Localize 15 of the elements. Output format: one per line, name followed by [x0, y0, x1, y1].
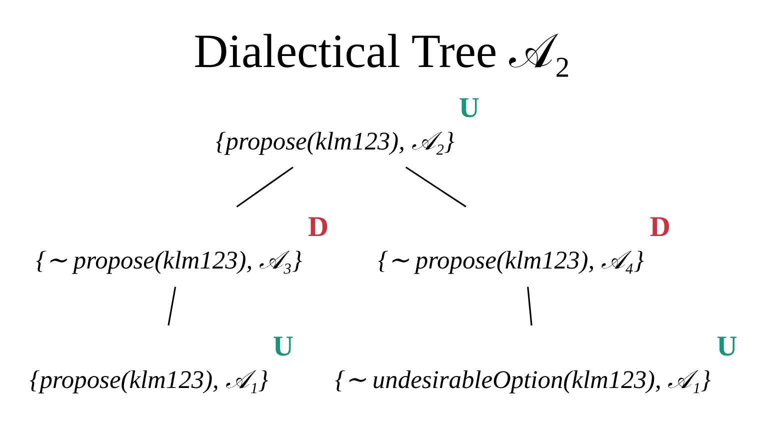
connector: [236, 166, 294, 208]
node-label: U: [458, 92, 480, 124]
node-text: {propose(klm123), 𝒜₂}: [216, 126, 454, 156]
node-label: D: [308, 211, 329, 244]
node-text: {propose(klm123), 𝒜₁}: [30, 364, 268, 394]
diagram-title: Dialectical Tree 𝒜₂: [194, 24, 571, 78]
node-label: U: [272, 330, 294, 362]
node-text: {∼ propose(klm123), 𝒜₃}: [36, 246, 302, 275]
node-text: {∼ undesirableOption(klm123), 𝒜₁}: [334, 364, 711, 394]
node-label: U: [716, 330, 738, 362]
connector: [405, 166, 466, 208]
node-text: {∼ propose(klm123), 𝒜₄}: [378, 246, 644, 275]
node-label: D: [650, 211, 670, 244]
connector: [168, 286, 176, 326]
connector: [527, 286, 532, 326]
